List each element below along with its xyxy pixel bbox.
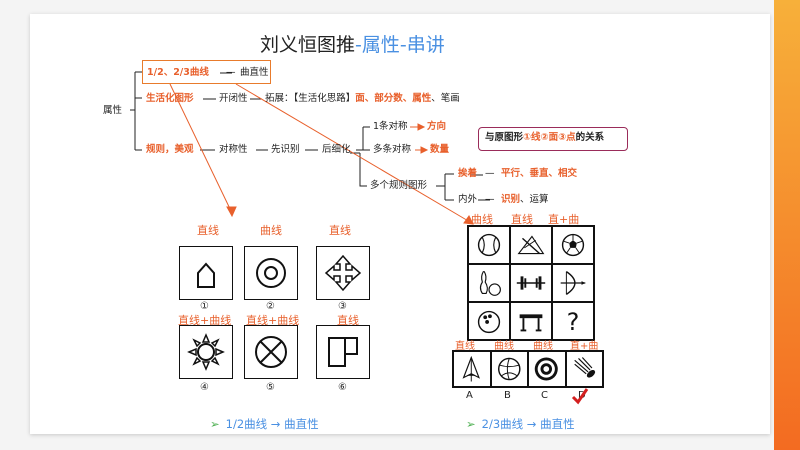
volleyball-icon[interactable] [490,351,528,387]
barbell-icon [510,264,552,302]
inner-val: 识别 [501,194,521,205]
title-main: 刘义恒图推 [260,34,356,56]
left-label-6: 直线 [337,314,359,327]
bullet-right: ➢ 2/3曲线 → 曲直性 [466,416,575,432]
hurdle-icon [510,302,552,340]
square-partition-icon [316,325,370,379]
concentric-circles-icon [244,246,298,300]
soccer-ball-icon [552,226,594,264]
num-1: ① [200,301,209,312]
left-label-1: 直线 [197,224,219,237]
title-sub: -属性-串讲 [355,34,445,56]
left-label-2: 曲线 [260,224,282,237]
relation-a: 与原图形 [485,132,524,143]
col-label-2: 直线 [511,213,533,226]
checkmark-icon [571,388,589,405]
relation-b: ①线②面③点 [523,132,576,143]
sun-icon [179,325,233,379]
adjacent-dash: — [485,168,495,179]
curve-highlight-box [142,60,271,84]
relation-text: 与原图形①线②面③点的关系 [485,133,604,143]
node-one-axis: 1条对称 [373,122,408,132]
node-inner-outer: 内外 [458,194,478,205]
num-6: ⑥ [338,382,347,393]
node-adjacent: 挨着 [458,168,478,179]
expand-pre: 拓展：【生活化思路】 [265,93,356,104]
num-2: ② [266,301,275,312]
circle-x-icon [244,325,298,379]
opt-label-a: 直线 [455,341,475,352]
relation-c: 的关系 [575,132,605,143]
bullet-arrow-icon: ➢ [210,417,220,431]
puzzle-grid: ? [467,225,595,341]
opt-label-c: 曲线 [533,341,553,352]
options-row [452,350,604,388]
bullet-left-text: 1/2曲线 → 曲直性 [225,417,319,431]
opt-letter-c: C [541,390,548,401]
node-life: 生活化图形 [146,93,194,104]
node-refine: 后细化 [322,144,351,155]
slide [30,14,770,434]
left-label-3: 直线 [329,224,351,237]
num-4: ④ [200,382,209,393]
bowling-icon [468,264,510,302]
one-axis-val: 方向 [427,121,447,132]
inner-val-wrap: 识别、运算 [501,195,549,205]
shuttlecock-icon[interactable] [565,351,603,387]
node-multi-rule: 多个规则图形 [370,180,428,191]
root-node: 属性 [103,105,123,116]
adjacent-val: 平行、垂直、相交 [501,168,578,179]
bullet-right-text: 2/3曲线 → 曲直性 [481,417,575,431]
node-first-id: 先识别 [271,144,300,155]
node-curve-prop: 曲直性 [240,67,269,78]
col-label-3: 直+曲 [548,213,580,226]
bullet-arrow-icon: ➢ [466,417,476,431]
inner-tail: 、运算 [520,194,549,205]
left-label-4: 直线+曲线 [178,314,232,327]
relation-box [478,127,628,151]
num-3: ③ [338,301,347,312]
opt-letter-a: A [466,390,473,401]
accent-bar [774,0,800,450]
node-multi-axis: 多条对称 [373,144,412,155]
umbrella-icon[interactable] [453,351,491,387]
one-axis-pre: 1条对称 [373,121,408,132]
col-label-1: 曲线 [471,213,493,226]
slide-title: 刘义恒图推-属性-串讲 [260,30,445,57]
opt-label-d: 直+曲 [570,341,599,352]
dash-1: — [226,67,236,78]
question-mark: ? [566,308,580,336]
four-arrows-icon [316,246,370,300]
target-icon[interactable] [528,351,566,387]
expand-items: 面、部分数、属性 [355,93,432,104]
bow-arrow-icon [552,264,594,302]
multi-axis-val: 数量 [430,144,450,155]
opt-label-b: 曲线 [494,341,514,352]
tennis-racket-icon [510,226,552,264]
question-mark-icon: ? [552,302,594,340]
node-symmetry: 对称性 [219,144,248,155]
baseball-icon [468,226,510,264]
expand-tail: 、笔画 [431,93,460,104]
house-outline-icon [179,246,233,300]
left-label-5: 直线+曲线 [246,314,300,327]
node-open-close: 开闭性 [219,93,248,104]
opt-letter-b: B [504,390,511,401]
inner-dash: — [485,194,495,205]
num-5: ⑤ [266,382,275,393]
node-expand: 拓展：【生活化思路】面、部分数、属性、笔画 [265,94,460,104]
node-curve: 1/2、2/3曲线 [147,67,209,78]
node-rule: 规则，美观 [146,144,194,155]
bowling-ball-icon [468,302,510,340]
bullet-left: ➢ 1/2曲线 → 曲直性 [210,416,319,432]
